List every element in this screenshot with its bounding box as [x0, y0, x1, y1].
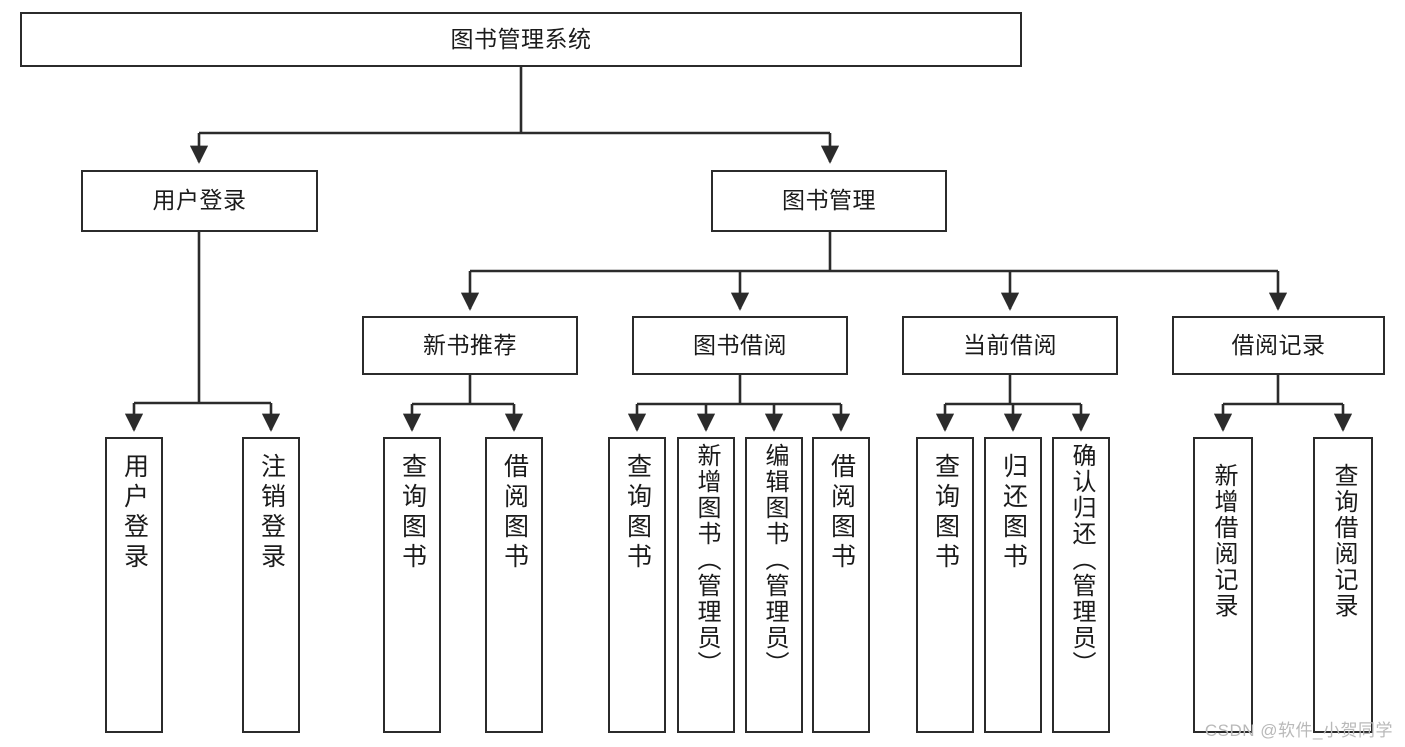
watermark: CSDN @软件_小贺同学	[1204, 721, 1393, 740]
leaf-logout-label: 注销登录	[257, 453, 286, 573]
leaf-return-book-label: 归还图书	[999, 453, 1028, 573]
leaf-add-record[interactable]: 新增借阅记录	[1193, 437, 1253, 733]
node-book-borrow[interactable]: 图书借阅	[632, 316, 848, 375]
leaf-edit-book[interactable]: 编辑图书（管理员）	[745, 437, 803, 733]
node-book-borrow-label: 图书借阅	[693, 331, 787, 358]
leaf-query-record[interactable]: 查询借阅记录	[1313, 437, 1373, 733]
leaf-logout[interactable]: 注销登录	[242, 437, 300, 733]
node-current-borrow-label: 当前借阅	[963, 331, 1057, 358]
leaf-return-book[interactable]: 归还图书	[984, 437, 1042, 733]
node-root-label: 图书管理系统	[450, 25, 592, 52]
leaf-confirm-return[interactable]: 确认归还（管理员）	[1052, 437, 1110, 733]
node-root[interactable]: 图书管理系统	[20, 12, 1022, 67]
leaf-query-book-1[interactable]: 查询图书	[383, 437, 441, 733]
leaf-borrow-book-2[interactable]: 借阅图书	[812, 437, 870, 733]
node-borrow-record[interactable]: 借阅记录	[1172, 316, 1385, 375]
node-borrow-record-label: 借阅记录	[1231, 331, 1326, 358]
leaf-query-book-3[interactable]: 查询图书	[916, 437, 974, 733]
node-user-login-label: 用户登录	[152, 187, 247, 214]
leaf-user-login-label: 用户登录	[120, 453, 149, 573]
leaf-query-book-2-label: 查询图书	[623, 453, 652, 573]
leaf-query-book-3-label: 查询图书	[931, 453, 960, 573]
leaf-borrow-book-1[interactable]: 借阅图书	[485, 437, 543, 733]
leaf-add-book[interactable]: 新增图书（管理员）	[677, 437, 735, 733]
leaf-query-book-2[interactable]: 查询图书	[608, 437, 666, 733]
leaf-add-book-label: 新增图书（管理员）	[693, 443, 720, 677]
leaf-borrow-book-1-label: 借阅图书	[500, 453, 529, 573]
leaf-add-record-label: 新增借阅记录	[1210, 463, 1237, 619]
node-current-borrow[interactable]: 当前借阅	[902, 316, 1118, 375]
node-book-management-label: 图书管理	[782, 187, 876, 214]
leaf-query-book-1-label: 查询图书	[398, 453, 427, 573]
leaf-confirm-return-label: 确认归还（管理员）	[1068, 443, 1095, 677]
node-book-management[interactable]: 图书管理	[711, 170, 947, 232]
leaf-edit-book-label: 编辑图书（管理员）	[761, 443, 788, 677]
node-new-book-recommend[interactable]: 新书推荐	[362, 316, 578, 375]
leaf-user-login[interactable]: 用户登录	[105, 437, 163, 733]
leaf-borrow-book-2-label: 借阅图书	[827, 453, 856, 573]
node-user-login[interactable]: 用户登录	[81, 170, 318, 232]
node-new-book-recommend-label: 新书推荐	[423, 331, 517, 358]
leaf-query-record-label: 查询借阅记录	[1330, 463, 1357, 619]
